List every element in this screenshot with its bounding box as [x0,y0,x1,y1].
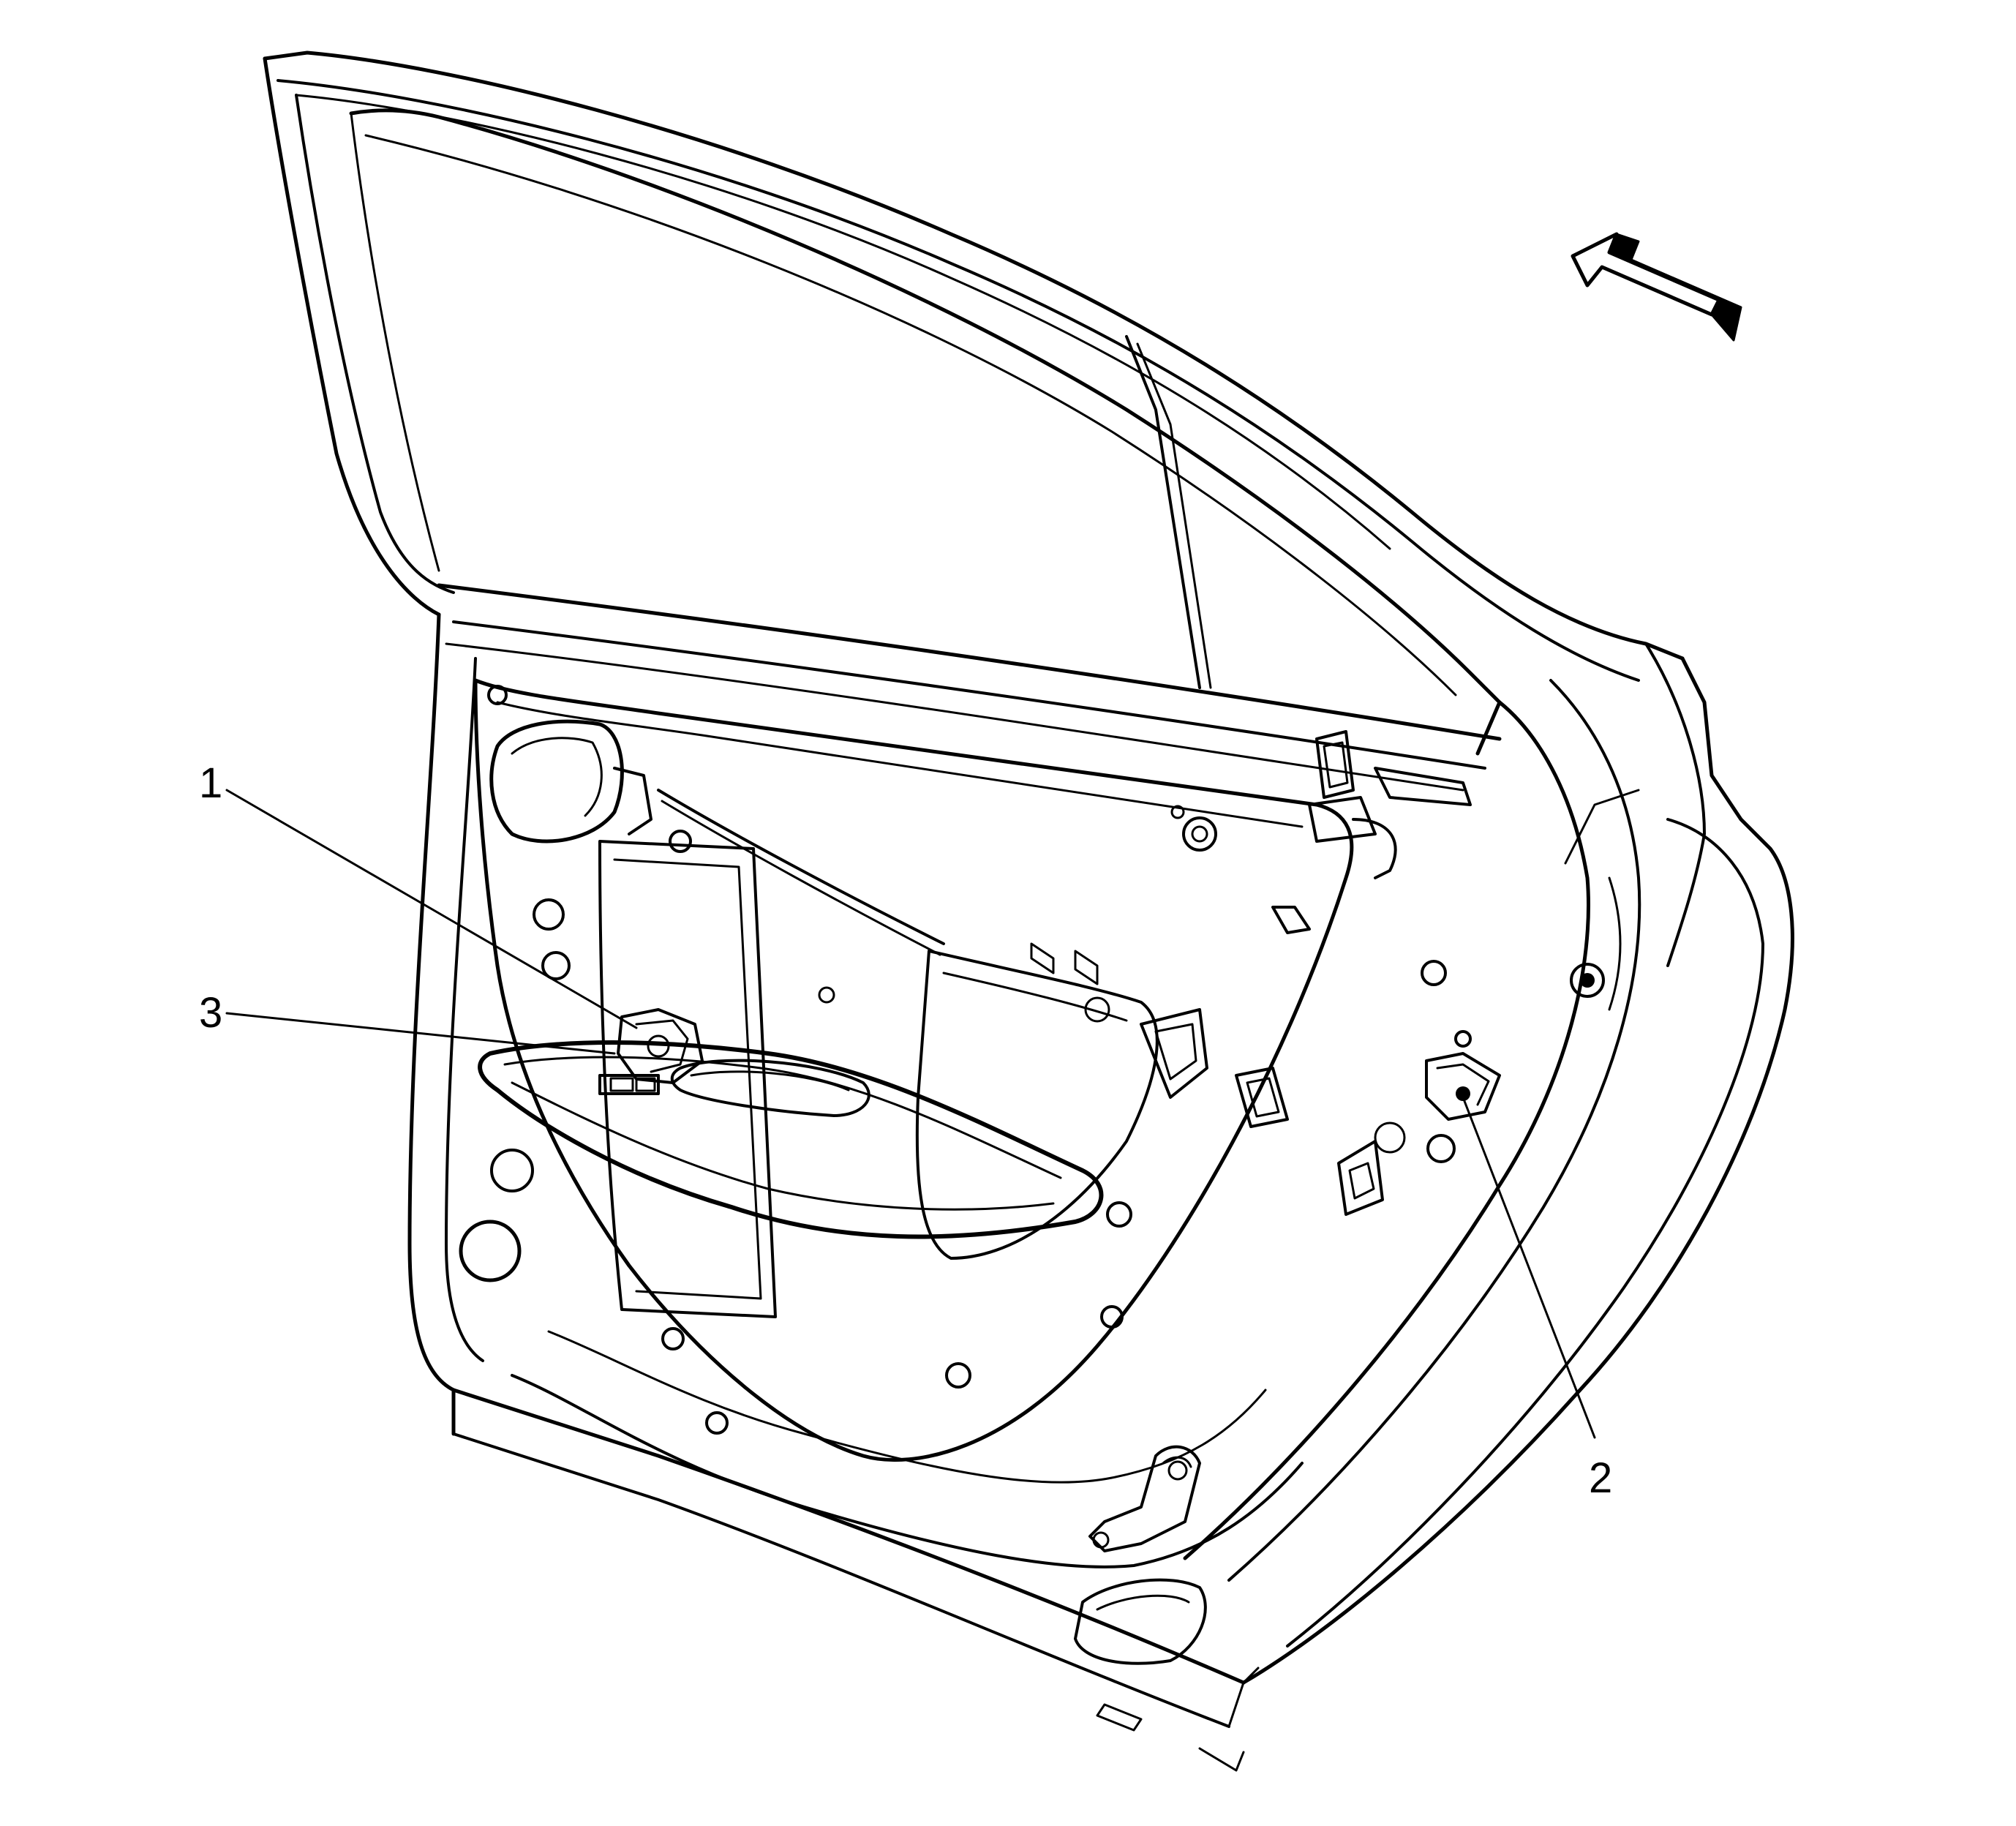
door-latch [1337,1052,1501,1216]
callout-label: 3 [199,989,222,1037]
callout-label: 2 [1589,1454,1612,1502]
callout-2: 2 [1462,1096,1612,1502]
callout-1: 1 [199,759,638,1029]
door-rear-edge [1183,642,1794,1685]
window-regulator-motor [617,1008,704,1084]
callout-label: 1 [199,759,222,807]
door-window-frame [263,50,1685,792]
armrest-bezel [478,1040,1104,1239]
callout-3: 3 [199,989,616,1055]
front-direction-arrow-icon [1571,232,1742,342]
door-lower-body [407,612,1304,1772]
door-check-link [1088,1445,1201,1552]
belt-clip-assembly [1235,730,1472,1128]
door-inner-panel [459,678,1472,1462]
